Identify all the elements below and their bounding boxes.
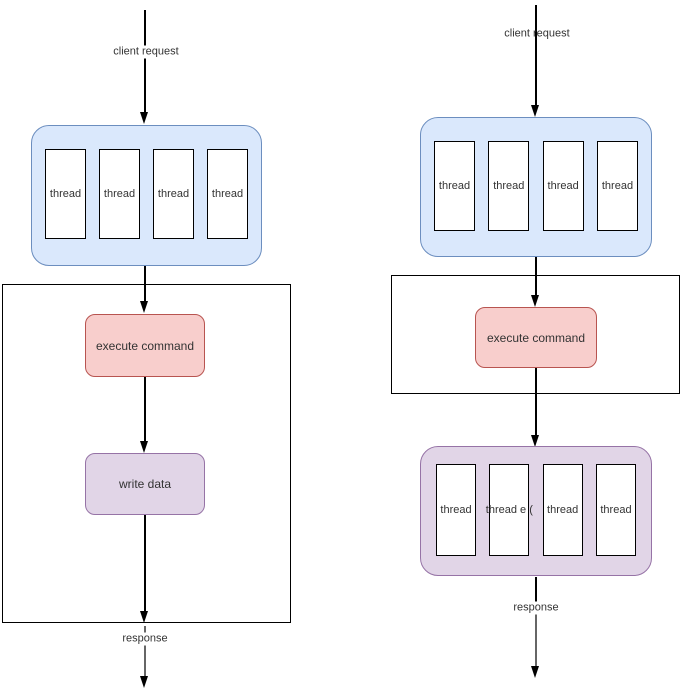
thread-box: thread [436, 464, 476, 556]
left-write-to-boundary-arrow-line [144, 515, 146, 611]
thread-label: thread [211, 188, 244, 200]
execute-command-label: execute command [486, 330, 586, 345]
thread-label: thread [547, 180, 579, 192]
right-response-label: response [510, 601, 562, 615]
left-client-request-label: client request [110, 45, 182, 59]
left-execute-to-write-arrow-line [144, 377, 146, 441]
left-execute-to-write-arrowhead-icon [140, 441, 148, 453]
right-client-request-arrowhead-icon [531, 105, 539, 117]
write-data-label: write data [118, 477, 172, 491]
thread-box: thread [45, 149, 86, 239]
left-execute-command-node: execute command [85, 314, 205, 377]
left-write-to-boundary-arrowhead-icon [140, 611, 148, 623]
thread-label: thread [440, 504, 472, 516]
thread-label: thread [601, 180, 634, 192]
thread-box: thread [153, 149, 194, 239]
left-critical-section-rect [2, 284, 291, 623]
thread-box: thread [596, 141, 638, 231]
thread-label: thread [103, 188, 136, 200]
right-write-thread-pool: thread thread e ( thread thread [420, 446, 652, 576]
right-response-arrow-line-lower [535, 614, 537, 666]
thread-box: thread [542, 464, 583, 556]
right-pool-to-execute-arrowhead-icon [531, 295, 539, 307]
thread-box: thread [595, 464, 636, 556]
left-pool-to-execute-arrow-line [144, 266, 146, 301]
left-client-request-arrow-line [144, 10, 146, 113]
thread-box: thread e ( [486, 464, 533, 556]
right-response-arrowhead-icon [531, 666, 539, 678]
thread-label: thread [157, 188, 190, 200]
left-response-arrow-line [144, 626, 146, 677]
right-receive-thread-pool: thread thread thread thread [420, 117, 652, 257]
thread-box: thread [207, 149, 248, 239]
left-write-data-node: write data [85, 453, 205, 515]
right-execute-command-node: execute command [475, 307, 597, 368]
right-client-request-label: client request [504, 27, 570, 40]
right-client-request-arrow-line [535, 5, 537, 105]
thread-label: thread [600, 504, 632, 516]
right-execute-to-writepool-arrow-line [535, 368, 537, 435]
left-response-label: response [119, 632, 171, 646]
right-pool-to-execute-arrow-line [535, 257, 537, 295]
execute-command-label: execute command [95, 338, 195, 353]
right-execute-to-writepool-arrowhead-icon [531, 435, 539, 447]
thread-label: thread [493, 180, 525, 192]
thread-box: thread [434, 141, 475, 231]
left-pool-to-execute-arrowhead-icon [140, 301, 148, 313]
left-receive-thread-pool: thread thread thread thread [31, 125, 262, 266]
right-critical-section-rect [391, 275, 680, 394]
thread-box: thread [542, 141, 584, 231]
left-client-request-arrowhead-icon [140, 112, 148, 124]
thread-label: thread [49, 188, 82, 200]
thread-label: thread [547, 504, 579, 516]
thread-label: thread e ( [485, 504, 533, 516]
left-response-arrowhead-icon [140, 676, 148, 688]
thread-label: thread [438, 180, 471, 192]
thread-box: thread [99, 149, 140, 239]
right-response-arrow-line-upper [535, 577, 537, 603]
thread-box: thread [488, 141, 530, 231]
